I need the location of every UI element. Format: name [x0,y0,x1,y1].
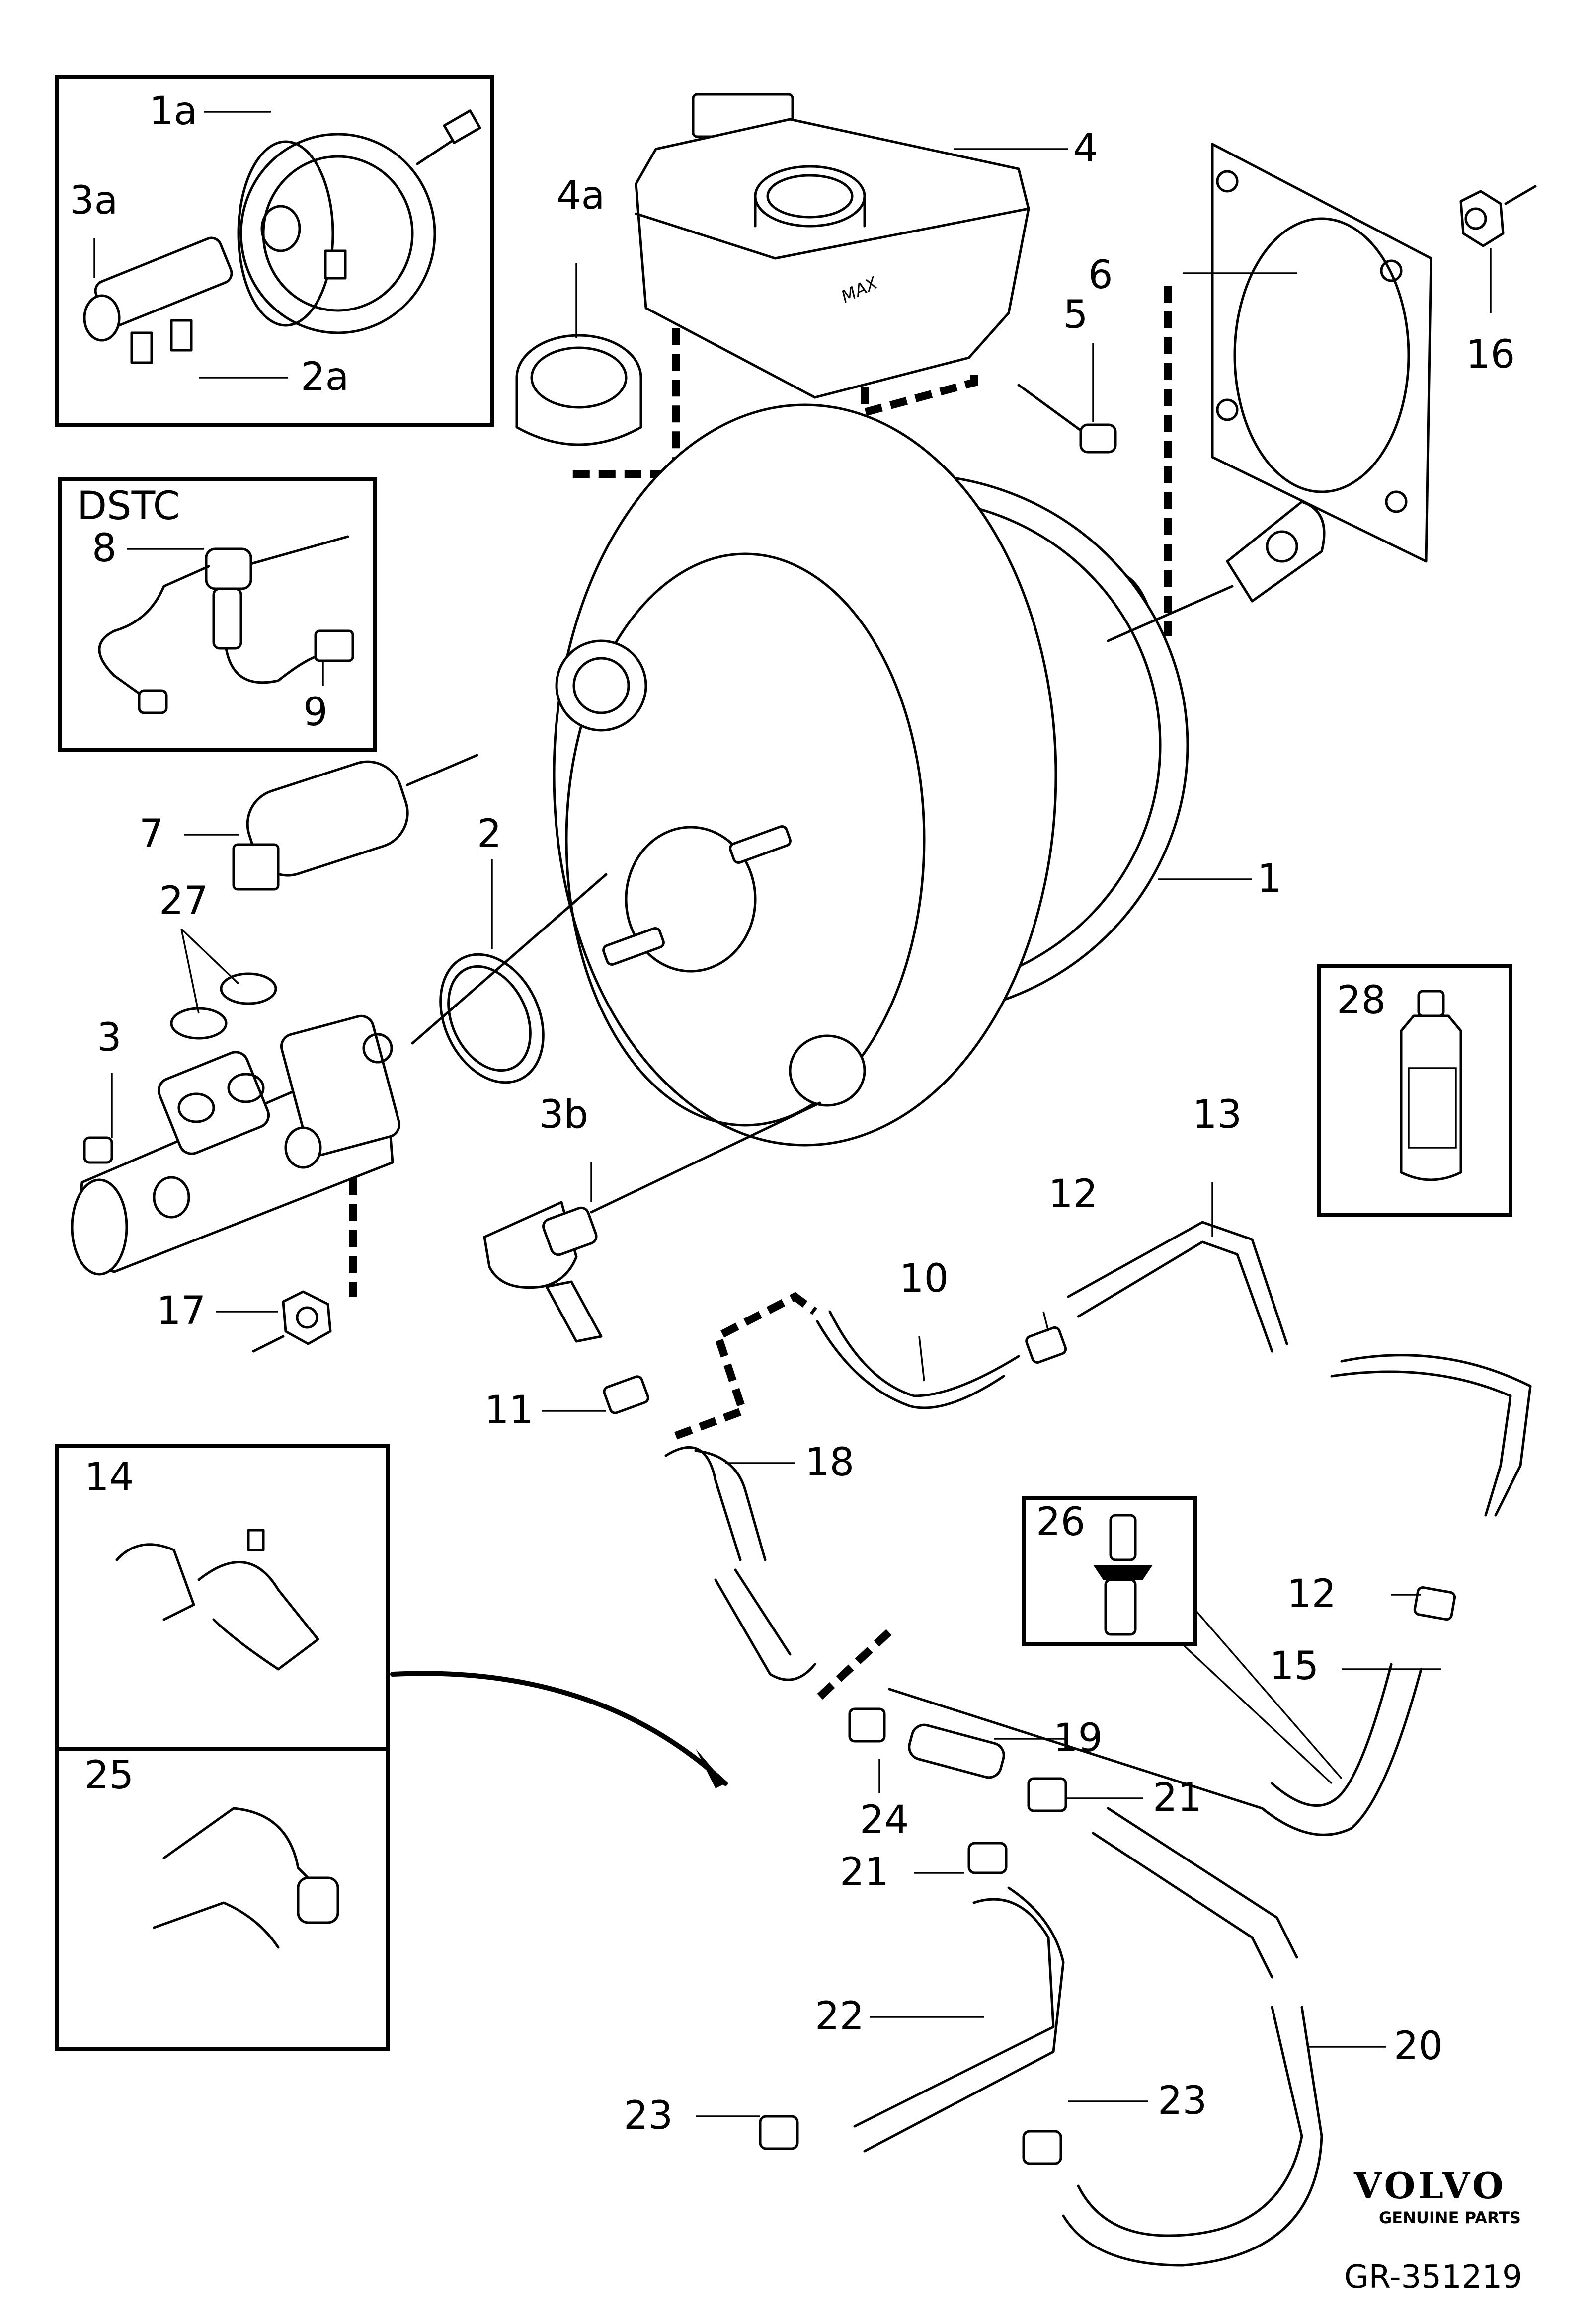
callout-25: 25 [84,1753,134,1798]
callout-17: 17 [157,1289,206,1333]
callout-10: 10 [899,1256,949,1301]
vacuum-hose-upper-drawing [483,1101,1532,1681]
vacuum-hose-lower-drawing [696,1586,1456,2267]
brand-tagline: GENUINE PARTS [1379,2208,1521,2227]
diagram-reference: GR-351219 [1344,2259,1522,2296]
inset-box-fluid [1317,964,1512,1217]
callout-28: 28 [1337,978,1386,1023]
callout-2: 2 [477,812,502,856]
master-cylinder-drawing [71,873,608,1353]
pressure-sensor-drawing [184,754,478,891]
callout-7: 7 [139,812,164,856]
callout-12-lower: 12 [1287,1572,1336,1617]
callout-1a: 1a [149,89,197,134]
callout-3: 3 [97,1015,122,1060]
dstc-label: DSTC [77,484,180,529]
callout-3b: 3b [539,1092,588,1137]
callout-4: 4 [1073,126,1098,171]
callout-8: 8 [92,526,117,571]
callout-18: 18 [805,1440,854,1485]
callout-21-right: 21 [1153,1776,1202,1820]
callout-4a: 4a [557,173,605,218]
fluid-bottle-drawing [1400,990,1462,1181]
callout-1: 1 [1257,856,1282,901]
booster-variant-drawing [83,109,481,379]
volvo-logo: VOLVO [1353,2165,1507,2207]
callout-12-upper: 12 [1048,1172,1098,1217]
callout-21-left: 21 [840,1850,889,1895]
check-valve-inset-drawing [1093,1514,1343,1784]
inset-box-booster-variant [55,75,494,427]
callout-20: 20 [1394,2024,1443,2069]
callout-16: 16 [1466,332,1515,377]
callout-3a: 3a [70,178,118,223]
callout-13: 13 [1193,1092,1242,1137]
o-rings-drawing [170,859,545,1084]
callout-9: 9 [303,690,328,735]
callout-23-right: 23 [1158,2079,1207,2123]
callout-11: 11 [484,1388,534,1433]
inset-box-valve [1022,1496,1197,1646]
callout-6: 6 [1088,253,1113,298]
callout-24: 24 [860,1798,909,1843]
inset-box-dstc [58,477,377,752]
callout-27: 27 [159,879,208,924]
brake-booster-drawing [553,403,1326,1147]
callout-22: 22 [815,1994,864,2039]
callout-15: 15 [1270,1644,1319,1689]
dstc-sensor-drawing [98,535,354,714]
callout-2a: 2a [301,355,349,399]
callout-5: 5 [1063,293,1088,337]
callout-26: 26 [1036,1500,1085,1545]
callout-14: 14 [84,1455,134,1500]
callout-23-left: 23 [624,2093,673,2138]
callout-19: 19 [1053,1716,1103,1761]
gasket-drawing [1183,143,1537,563]
clip-inset-drawing [115,1529,728,1949]
fluid-reservoir-drawing: MAX [515,93,1117,454]
